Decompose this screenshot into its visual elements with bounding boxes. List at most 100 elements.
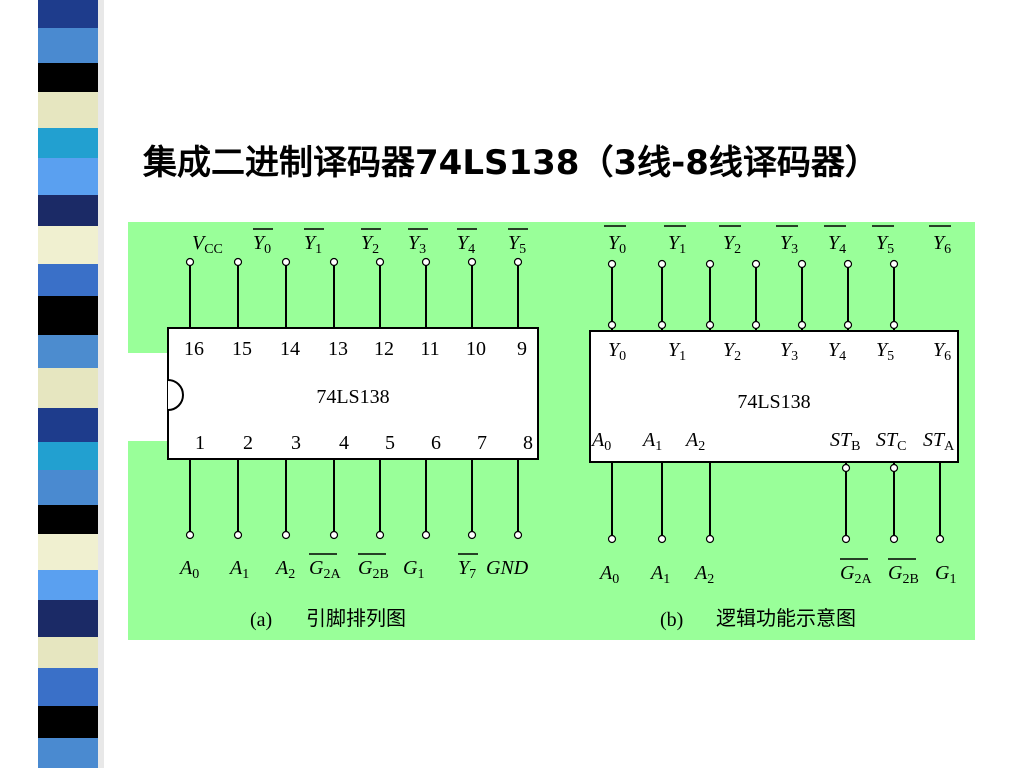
chip-a-top-pin-15-terminal <box>233 257 243 267</box>
chip-b-top-pin-terminal <box>657 259 667 269</box>
chip-a-top-signal: Y2 <box>361 232 379 257</box>
stripe-segment <box>38 470 98 505</box>
chip-a-top-pin-11-terminal <box>421 257 431 267</box>
chip-a-top-pin-13-terminal <box>329 257 339 267</box>
chip-b-inner-top-signal: Y4 <box>828 339 846 364</box>
caption-b-letter: (b) <box>660 609 683 631</box>
chip-a-top-pin-16-terminal <box>185 257 195 267</box>
chip-a-top-pin-number: 14 <box>280 338 300 360</box>
chip-a-bottom-signal: Y7 <box>458 557 476 582</box>
chip-a-top-pin-number: 9 <box>517 338 527 360</box>
chip-a-bottom-signal: GND <box>486 557 529 579</box>
stripe-segment <box>38 63 98 92</box>
chip-b-bottom-pin-terminal <box>889 534 899 544</box>
chip-a-bottom-pin-3-terminal <box>281 530 291 540</box>
stripe-segment <box>38 505 98 534</box>
chip-a-top-pin-number: 13 <box>328 338 348 360</box>
chip-a-bottom-pin-number: 7 <box>477 432 487 454</box>
chip-b-inner-top-signal: Y2 <box>723 339 741 364</box>
stripe-segment <box>38 600 98 637</box>
chip-b-inversion-bubble <box>841 463 851 473</box>
chip-b-top-signal: Y3 <box>780 232 798 257</box>
chip-b-bottom-signal: A2 <box>693 562 714 587</box>
chip-b-bottom-pin-terminal <box>657 534 667 544</box>
chip-b-body <box>589 330 959 463</box>
chip-b-top-pin-terminal <box>751 259 761 269</box>
chip-b-inner-bottom-signal: A1 <box>641 429 662 454</box>
chip-b-inner-bottom-signal: STA <box>923 429 955 454</box>
chip-a-bottom-pin-number: 1 <box>195 432 205 454</box>
stripe-segment <box>38 408 98 442</box>
chip-a-top-signal: VCC <box>192 232 223 257</box>
chip-b-inversion-bubble <box>889 463 899 473</box>
chip-b-top-signal: Y4 <box>828 232 846 257</box>
chip-b-inversion-bubble <box>843 320 853 330</box>
chip-b-bottom-pin-terminal <box>841 534 851 544</box>
stripe-segment <box>38 296 98 335</box>
chip-b-top-pin-terminal <box>843 259 853 269</box>
chip-b-inversion-bubble <box>797 320 807 330</box>
chip-b-bottom-pin-terminal <box>607 534 617 544</box>
chip-b-inversion-bubble <box>889 320 899 330</box>
stripe-segment <box>38 128 98 158</box>
stripe-segment <box>38 637 98 668</box>
stripe-segment <box>38 738 98 768</box>
chip-b-inversion-bubble <box>705 320 715 330</box>
chip-a-bottom-signal: A0 <box>178 557 199 582</box>
slide-title: 集成二进制译码器74LS138（3线-8线译码器） <box>143 143 879 183</box>
chip-b-bottom-signal: A0 <box>598 562 619 587</box>
stripe-segment <box>38 335 98 368</box>
chip-a-bottom-signal: A2 <box>274 557 295 582</box>
chip-a-bottom-pin-4-terminal <box>329 530 339 540</box>
chip-b-inner-top-signal: Y6 <box>933 339 951 364</box>
chip-b-inner-bottom-signal: STB <box>830 429 860 454</box>
caption-a-text: 引脚排列图 <box>306 606 406 630</box>
chip-a-bottom-pin-number: 5 <box>385 432 395 454</box>
chip-a-top-pin-number: 16 <box>184 338 204 360</box>
chip-b-top-pin-terminal <box>607 259 617 269</box>
chip-b-inner-top-signal: Y3 <box>780 339 798 364</box>
stripe-segment <box>38 0 98 28</box>
chip-a-bottom-pin-2-terminal <box>233 530 243 540</box>
chip-a-bottom-signal: G1 <box>403 557 424 582</box>
chip-b-top-signal: Y0 <box>608 232 626 257</box>
chip-a-top-pin-number: 10 <box>466 338 486 360</box>
chip-b-bottom-pin-terminal <box>935 534 945 544</box>
chip-a-bottom-pin-number: 4 <box>339 432 349 454</box>
chip-a-bottom-pin-7-terminal <box>467 530 477 540</box>
chip-b-top-signal: Y2 <box>723 232 741 257</box>
chip-a-bottom-pin-6-terminal <box>421 530 431 540</box>
chip-a-top-pin-number: 11 <box>420 338 439 360</box>
chip-b-inner-bottom-signal: STC <box>876 429 906 454</box>
chip-a-top-pin-9-terminal <box>513 257 523 267</box>
stripe-segment <box>38 28 98 63</box>
stripe-segment <box>38 706 98 738</box>
stripe-segment <box>38 442 98 470</box>
chip-a-body <box>167 327 539 460</box>
chip-b-bottom-signal: G2B <box>888 562 919 587</box>
chip-b-top-signal: Y1 <box>668 232 686 257</box>
stripe-segment <box>38 368 98 408</box>
stripe-segment <box>38 92 98 128</box>
chip-a-top-pin-10-terminal <box>467 257 477 267</box>
chip-b-inner-top-signal: Y0 <box>608 339 626 364</box>
chip-b-bottom-signal: A1 <box>649 562 670 587</box>
chip-a-top-pin-14-terminal <box>281 257 291 267</box>
chip-b-inner-bottom-signal: A0 <box>590 429 611 454</box>
chip-b-bottom-signal: G2A <box>840 562 872 587</box>
stripe-segment <box>38 570 98 600</box>
chip-a-top-pin-number: 15 <box>232 338 252 360</box>
chip-b-inversion-bubble <box>657 320 667 330</box>
chip-b-inversion-bubble <box>607 320 617 330</box>
stripe-segment <box>38 668 98 706</box>
chip-a-top-pin-number: 12 <box>374 338 394 360</box>
chip-a-label: 74LS138 <box>316 386 389 408</box>
chip-a-bottom-signal: G2B <box>358 557 389 582</box>
chip-a-top-signal: Y4 <box>457 232 475 257</box>
chip-b-top-pin-terminal <box>797 259 807 269</box>
decorative-stripe-bar <box>0 0 120 768</box>
chip-b-top-pin-terminal <box>889 259 899 269</box>
chip-a-bottom-pin-5-terminal <box>375 530 385 540</box>
